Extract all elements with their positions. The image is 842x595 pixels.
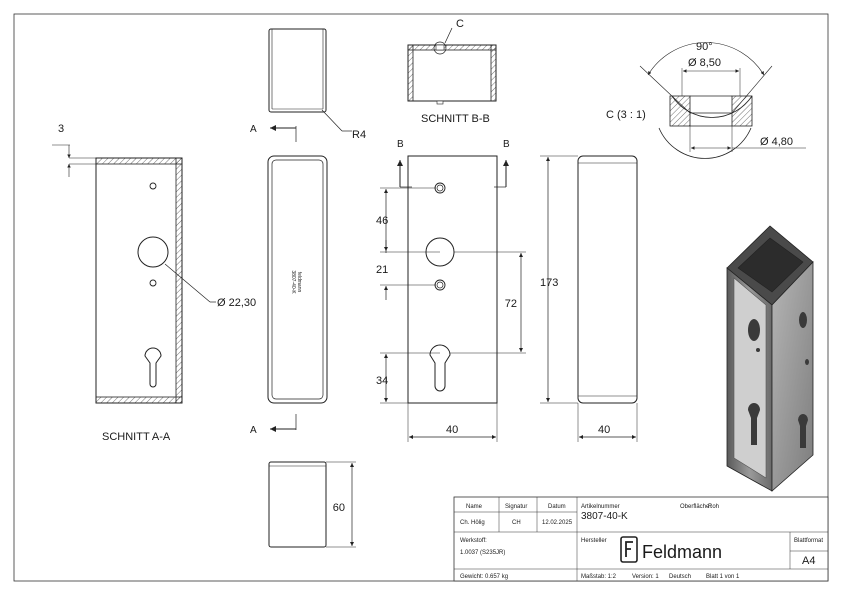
front-width-dimension: 40 — [446, 424, 458, 436]
tb-hersteller-label: Hersteller — [581, 538, 607, 544]
tb-oberflaeche-label: Oberfläche: — [680, 504, 711, 510]
tb-signatur-header: Signatur — [505, 504, 527, 510]
section-a-a-view — [52, 144, 216, 404]
tb-gewicht: Gewicht: 0.657 kg — [460, 574, 508, 580]
tb-datum-value: 12.02.2025 — [542, 520, 573, 526]
front-view — [380, 155, 526, 442]
tb-artikelnummer-label: Artikelnummer — [581, 504, 620, 510]
section-b-b-view — [407, 27, 497, 105]
tb-blattformat-label: Blattformat — [794, 538, 823, 544]
dimension-72: 72 — [505, 298, 517, 310]
height-dimension-173: 173 — [540, 277, 558, 289]
tb-name-value: Ch. Hölig — [460, 520, 485, 526]
side-view — [540, 155, 638, 442]
engraving-brand: feldmann — [296, 272, 302, 293]
section-marker-a-top: A — [250, 124, 257, 135]
tb-oberflaeche-value: Roh — [708, 504, 719, 510]
detail-c-callout: C — [456, 18, 464, 30]
wall-thickness-dimension: 3 — [58, 123, 64, 135]
isometric-3d-view — [726, 225, 814, 492]
tb-werkstoff-label: Werkstoff: — [460, 538, 487, 544]
section-b-b-title: SCHNITT B-B — [421, 113, 490, 125]
tb-version: Version: 1 — [632, 574, 659, 580]
detail-c-diameter-top: Ø 8,50 — [688, 57, 721, 69]
bottom-view — [268, 461, 356, 548]
tb-name-header: Name — [466, 504, 483, 510]
radius-dimension: R4 — [352, 129, 366, 141]
section-a-a-title: SCHNITT A-A — [102, 431, 171, 443]
dimension-46: 46 — [376, 215, 388, 227]
hole-diameter-dimension: Ø 22,30 — [217, 297, 256, 309]
tb-blatt: Blatt 1 von 1 — [706, 574, 740, 580]
top-view — [268, 28, 352, 132]
detail-c-diameter-bottom: Ø 4,80 — [760, 136, 793, 148]
tb-artikelnummer-value: 3807-40-K — [581, 511, 628, 522]
marker-b-left: B — [397, 139, 404, 150]
side-width-dimension: 40 — [598, 424, 610, 436]
section-marker-a-bottom: A — [250, 425, 257, 436]
detail-c-title: C (3 : 1) — [606, 109, 646, 121]
marker-b-right: B — [503, 139, 510, 150]
tb-massstab: Maßstab: 1:2 — [581, 574, 617, 580]
tb-blattformat-value: A4 — [802, 555, 815, 567]
tb-datum-header: Datum — [548, 504, 566, 510]
dimension-21: 21 — [376, 264, 388, 276]
drawing-frame — [13, 13, 829, 582]
dimension-34: 34 — [376, 375, 388, 387]
tb-logo-text: Feldmann — [642, 542, 722, 562]
tb-werkstoff-value: 1.0037 (S235JR) — [460, 550, 505, 556]
tb-sprache: Deutsch — [669, 574, 691, 580]
bottom-view-height-dimension: 60 — [333, 502, 345, 514]
tb-signatur-value: CH — [512, 520, 521, 526]
engraving-number: 3807-40-K — [290, 270, 296, 294]
detail-c-angle: 90° — [696, 41, 713, 53]
profile-view — [267, 125, 328, 432]
title-block — [453, 496, 829, 582]
detail-c-view — [639, 42, 806, 159]
